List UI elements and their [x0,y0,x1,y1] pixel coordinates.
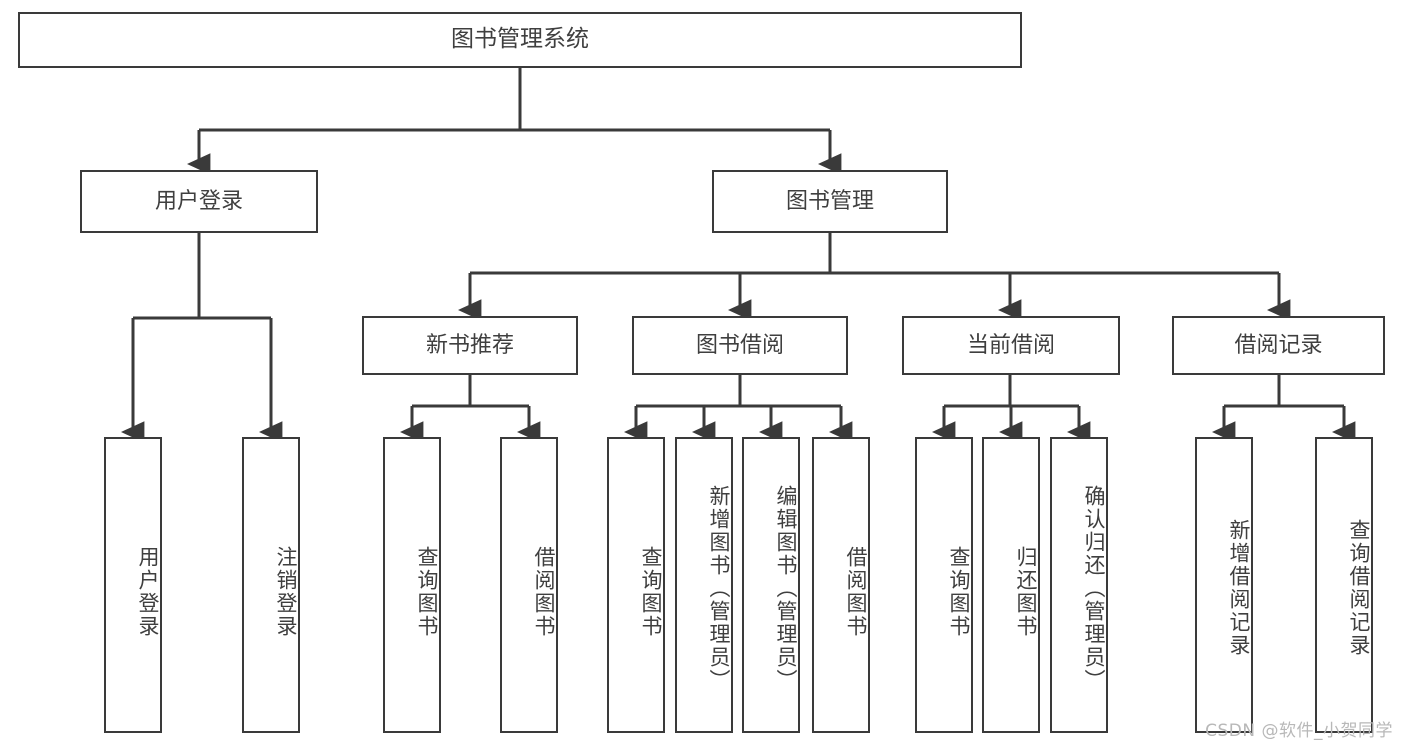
csdn-watermark: CSDN @软件_小贺同学 [1205,721,1393,741]
node-current-borrow[interactable]: 当前借阅 [902,316,1120,375]
node-label: 图书管理系统 [451,26,589,53]
node-leaf-query-book-2[interactable]: 查询图书 [607,437,665,733]
node-label: 借阅记录 [1234,332,1323,358]
node-label: 图书借阅 [695,332,784,358]
node-book-borrow[interactable]: 图书借阅 [632,316,848,375]
node-leaf-query-book-3[interactable]: 查询图书 [915,437,973,733]
node-leaf-query-record[interactable]: 查询借阅记录 [1315,437,1373,733]
node-label: 借阅图书 [844,546,868,638]
node-leaf-return-book[interactable]: 归还图书 [982,437,1040,733]
node-label: 当前借阅 [966,332,1055,358]
node-label: 图书管理 [785,188,874,214]
node-label: 新书推荐 [425,332,514,358]
node-label: 查询图书 [639,546,663,638]
node-leaf-borrow-book-2[interactable]: 借阅图书 [812,437,870,733]
node-label: 归还图书 [1014,546,1038,638]
node-leaf-edit-book[interactable]: 编辑图书（管理员） [742,437,800,733]
node-user-login[interactable]: 用户登录 [80,170,318,233]
node-root-book-management-system[interactable]: 图书管理系统 [18,12,1022,68]
node-label: 确认归还（管理员） [1082,484,1106,692]
node-new-book-recommend[interactable]: 新书推荐 [362,316,578,375]
node-leaf-add-record[interactable]: 新增借阅记录 [1195,437,1253,733]
node-borrow-record[interactable]: 借阅记录 [1172,316,1385,375]
node-label: 编辑图书（管理员） [774,484,798,692]
node-label: 新增图书（管理员） [707,484,731,692]
node-leaf-confirm-return[interactable]: 确认归还（管理员） [1050,437,1108,733]
node-label: 注销登录 [274,546,298,638]
node-label: 查询图书 [947,546,971,638]
node-label: 查询图书 [415,546,439,638]
node-label: 新增借阅记录 [1227,519,1251,657]
node-book-management[interactable]: 图书管理 [712,170,948,233]
node-leaf-logout[interactable]: 注销登录 [242,437,300,733]
node-label: 用户登录 [154,188,243,214]
node-label: 查询借阅记录 [1347,519,1371,657]
node-label: 用户登录 [136,546,160,638]
node-leaf-borrow-book-1[interactable]: 借阅图书 [500,437,558,733]
node-leaf-query-book-1[interactable]: 查询图书 [383,437,441,733]
node-leaf-user-login[interactable]: 用户登录 [104,437,162,733]
node-leaf-add-book[interactable]: 新增图书（管理员） [675,437,733,733]
node-label: 借阅图书 [532,546,556,638]
